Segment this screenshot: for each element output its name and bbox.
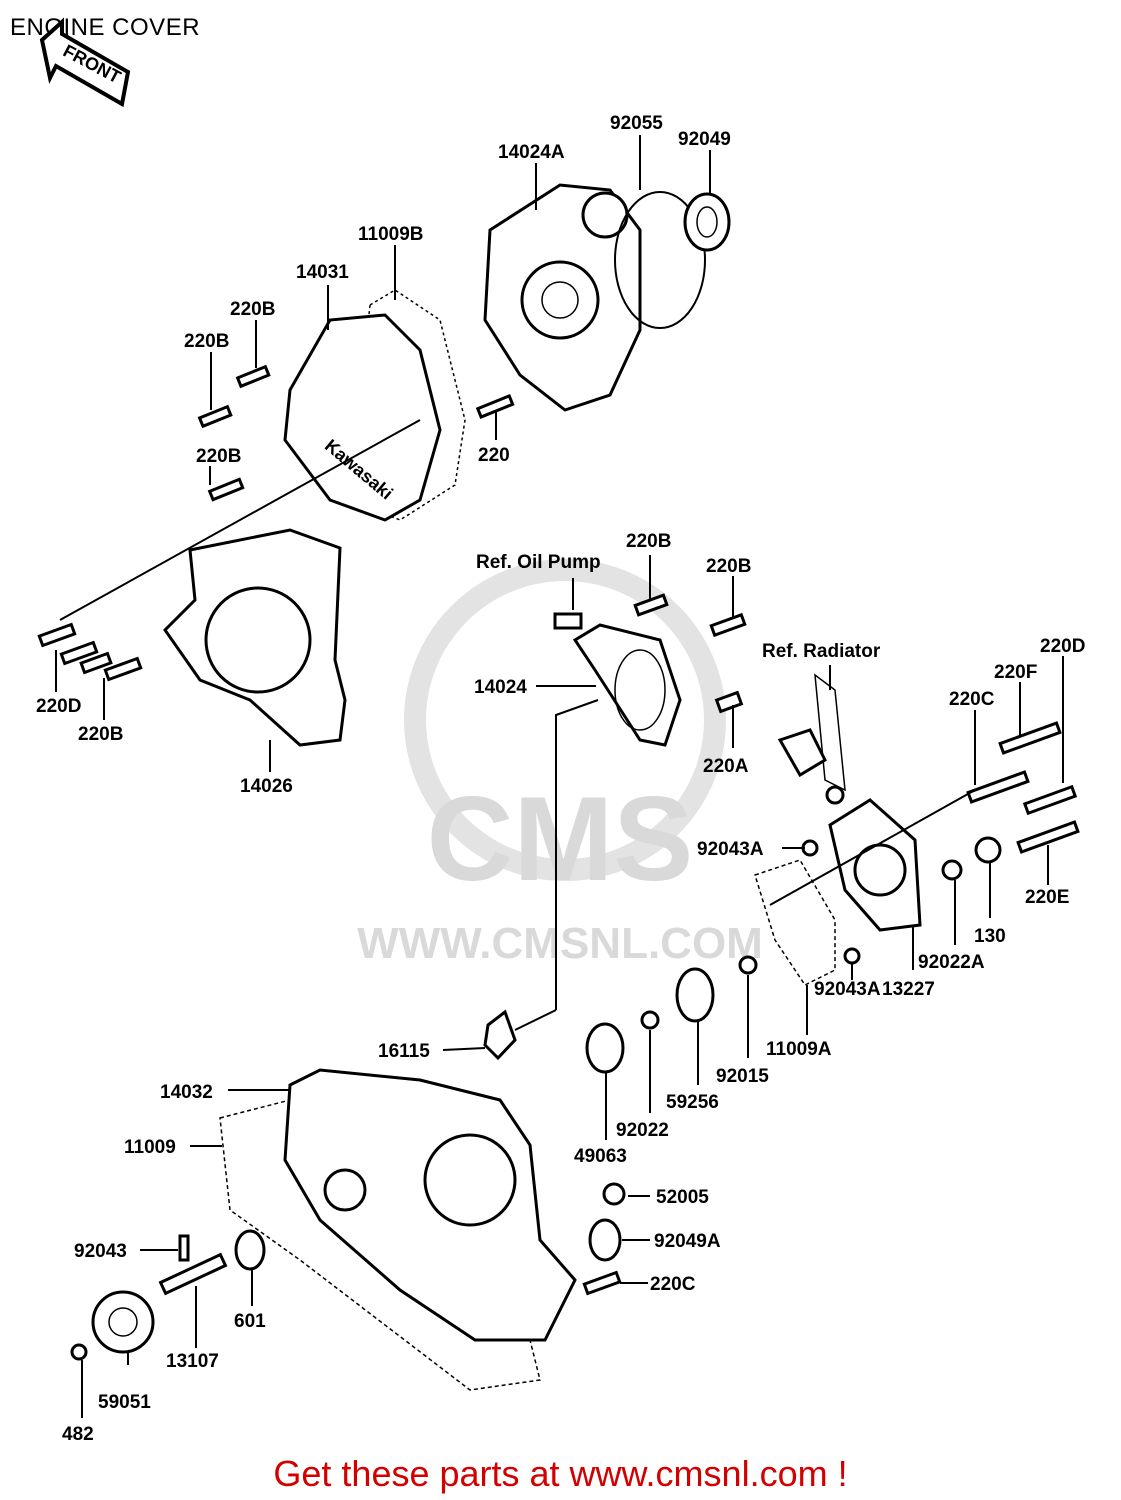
part-labels: 92055 92049 14024A 11009B 14031 220B 220… <box>36 113 1085 1445</box>
label-92022a: 92022A <box>918 952 985 973</box>
page-title: ENGINE COVER <box>10 14 201 41</box>
label-49063: 49063 <box>574 1146 627 1167</box>
label-11009b: 11009B <box>358 224 424 245</box>
bolt-group-upper <box>197 364 515 502</box>
label-ref-oil-pump: Ref. Oil Pump <box>476 552 601 573</box>
label-220b-b: 220B <box>184 331 229 352</box>
label-92043a-b: 92043A <box>814 979 881 1000</box>
oil-seal <box>683 192 731 252</box>
label-92043a-a: 92043A <box>697 839 764 860</box>
label-92049a: 92049A <box>654 1231 721 1252</box>
label-11009a: 11009A <box>766 1039 832 1060</box>
label-92055: 92055 <box>610 113 663 134</box>
label-92022: 92022 <box>616 1120 669 1141</box>
label-52005: 52005 <box>656 1187 709 1208</box>
clutch-cover <box>483 183 642 412</box>
label-220b-e: 220B <box>706 556 751 577</box>
label-ref-radiator: Ref. Radiator <box>762 641 881 662</box>
oil-pump-cover <box>553 593 747 747</box>
watermark: CMS WWW.CMSNL.COM <box>357 559 763 968</box>
label-13227: 13227 <box>882 979 935 1000</box>
label-220c-right: 220C <box>949 689 995 710</box>
crankcase-cover <box>219 1068 577 1391</box>
watermark-logo: CMS <box>427 772 694 906</box>
label-220d-left: 220D <box>36 696 81 717</box>
leader-lines <box>55 135 1064 1418</box>
label-14024a: 14024A <box>498 142 565 163</box>
label-220b-c: 220B <box>196 446 241 467</box>
label-601: 601 <box>234 1311 266 1332</box>
label-59256: 59256 <box>666 1092 719 1113</box>
label-16115: 16115 <box>378 1041 430 1062</box>
label-220b-d: 220B <box>626 531 671 552</box>
label-220e: 220E <box>1025 887 1069 908</box>
label-220f: 220F <box>994 662 1037 683</box>
label-11009: 11009 <box>124 1137 176 1158</box>
label-92015: 92015 <box>716 1066 769 1087</box>
generator-cover: Kawasaki <box>283 289 466 522</box>
label-220b-left: 220B <box>78 724 123 745</box>
footer-link[interactable]: Get these parts at www.cmsnl.com ! <box>273 1453 848 1494</box>
label-13107: 13107 <box>166 1351 219 1372</box>
o-ring <box>614 191 706 329</box>
label-14032: 14032 <box>160 1082 213 1103</box>
label-14031: 14031 <box>296 262 349 283</box>
label-59051: 59051 <box>98 1392 151 1413</box>
label-220: 220 <box>478 445 510 466</box>
label-220c-bottom: 220C <box>650 1274 696 1295</box>
label-92043: 92043 <box>74 1241 127 1262</box>
label-482: 482 <box>62 1424 94 1445</box>
label-220b-a: 220B <box>230 299 275 320</box>
front-arrow-icon: FRONT <box>39 17 131 108</box>
label-220a: 220A <box>703 756 749 777</box>
watermark-url: WWW.CMSNL.COM <box>357 919 763 968</box>
label-14024: 14024 <box>474 677 527 698</box>
seal-parts <box>582 955 758 1296</box>
water-pump <box>754 673 1080 986</box>
filler-cap <box>483 1009 517 1061</box>
bolt-group-left <box>37 622 143 682</box>
label-92049: 92049 <box>678 129 731 150</box>
sprocket-cover <box>163 528 347 747</box>
shaft-gear-parts <box>70 1229 266 1361</box>
label-14026: 14026 <box>240 776 293 797</box>
label-130: 130 <box>974 926 1006 947</box>
label-220d-right: 220D <box>1040 636 1085 657</box>
